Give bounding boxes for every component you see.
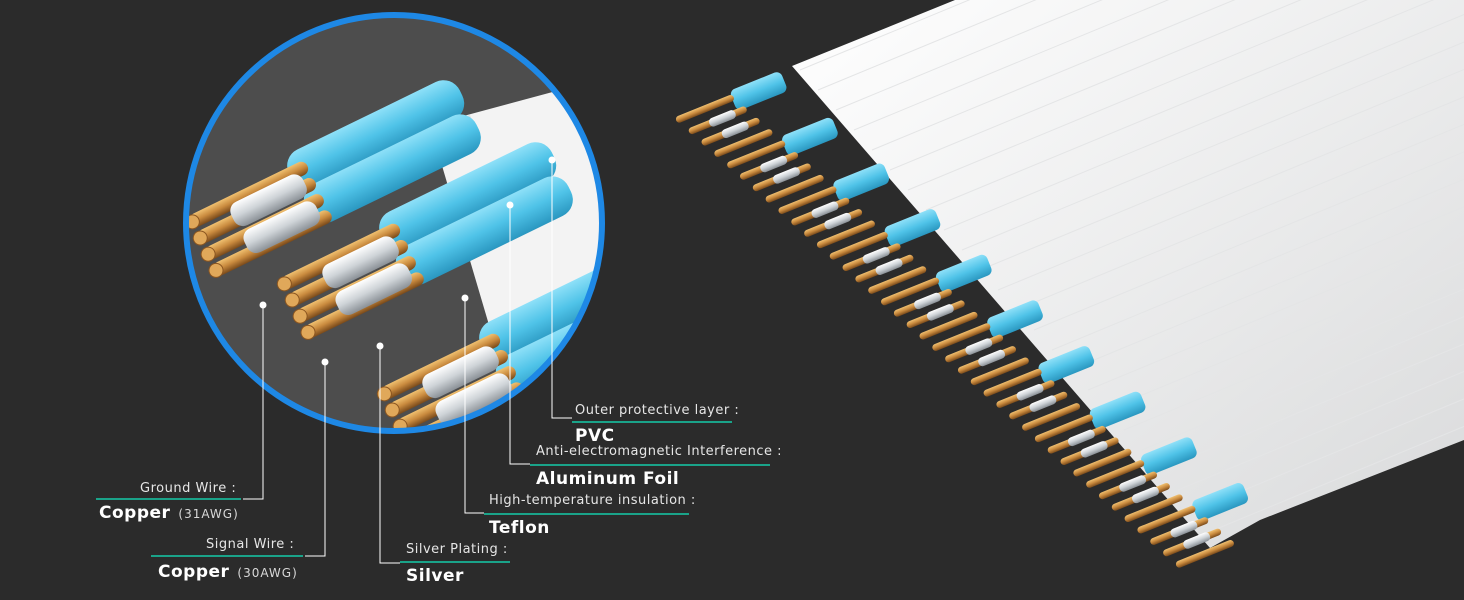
silver-value: Silver xyxy=(406,566,464,586)
ground-underline xyxy=(96,498,241,500)
ribbon-cable xyxy=(675,0,1464,568)
pvc-underline xyxy=(572,421,732,423)
ground-value: Copper xyxy=(99,503,171,523)
signal-value: Copper xyxy=(158,562,230,582)
silver-underline xyxy=(400,561,510,563)
teflon-value: Teflon xyxy=(489,518,550,538)
silver-label: Silver Plating : xyxy=(406,542,508,557)
leader-dots xyxy=(259,156,556,366)
teflon-underline xyxy=(484,513,689,515)
foil-underline xyxy=(530,464,770,466)
signal-awg: (30AWG) xyxy=(237,566,298,580)
signal-underline xyxy=(151,555,303,557)
teflon-label: High-temperature insulation : xyxy=(489,493,696,508)
signal-label: Signal Wire : xyxy=(206,537,295,552)
pvc-value: PVC xyxy=(575,426,615,446)
foil-label: Anti-electromagnetic Interference : xyxy=(536,444,783,459)
pvc-label: Outer protective layer : xyxy=(575,403,740,418)
zoom-magnifier xyxy=(183,12,605,434)
ground-awg: (31AWG) xyxy=(178,507,239,521)
magnifier-ring xyxy=(183,12,605,434)
leader-lines xyxy=(243,160,572,564)
ground-label: Ground Wire : xyxy=(140,481,237,496)
pvc-jacket xyxy=(792,0,1464,548)
foil-value: Aluminum Foil xyxy=(536,469,680,489)
